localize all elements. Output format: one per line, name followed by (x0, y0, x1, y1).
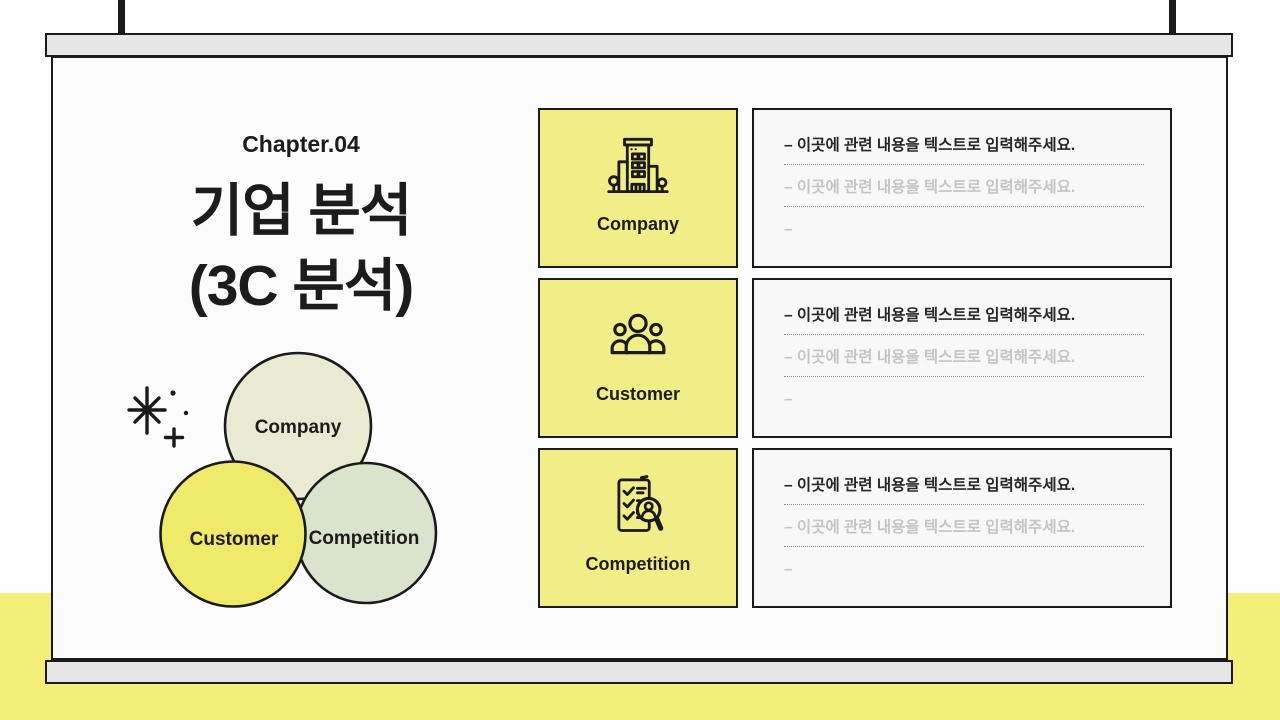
sparkle-icon (127, 386, 189, 448)
company-icon-card: Company (538, 108, 738, 268)
page-title-line1: 기업 분석 (190, 179, 413, 243)
customer-text-box: – 이곳에 관련 내용을 텍스트로 입력해주세요. – 이곳에 관련 내용을 텍… (752, 278, 1172, 438)
page-title-line2: (3C 분석) (188, 254, 415, 318)
placeholder-line: – (784, 561, 793, 578)
venn-diagram: Company Customer Competition (159, 351, 438, 608)
placeholder-line: – 이곳에 관련 내용을 텍스트로 입력해주세요. (784, 293, 1144, 335)
venn-label-customer: Customer (190, 529, 279, 550)
placeholder-line: – 이곳에 관련 내용을 텍스트로 입력해주세요. (784, 123, 1144, 165)
placeholder-line: – 이곳에 관련 내용을 텍스트로 입력해주세요. (784, 463, 1144, 505)
customer-icon-card: Customer (538, 278, 738, 438)
hanger-pole-right (1169, 0, 1176, 37)
placeholder-line: – (784, 391, 793, 408)
customer-icon-wrap (602, 300, 674, 376)
venn-label-competition: Competition (309, 528, 420, 549)
competition-card-label: Competition (585, 554, 691, 574)
placeholder-line: – 이곳에 관련 내용을 텍스트로 입력해주세요. (784, 505, 1144, 547)
venn-circle-company (223, 351, 373, 501)
venn-circle-customer (159, 460, 307, 608)
people-icon (610, 313, 666, 355)
company-text-box: – 이곳에 관련 내용을 텍스트로 입력해주세요. – 이곳에 관련 내용을 텍… (752, 108, 1172, 268)
placeholder-line: – 이곳에 관련 내용을 텍스트로 입력해주세요. (784, 165, 1144, 207)
competition-icon-wrap (602, 470, 674, 546)
competition-icon-card: Competition (538, 448, 738, 608)
hanger-bar-top (45, 33, 1233, 57)
building-icon (607, 137, 669, 194)
customer-card-label: Customer (595, 384, 680, 404)
venn-label-company: Company (255, 417, 342, 438)
chapter-label: Chapter.04 (242, 131, 360, 157)
hanger-pole-left (118, 0, 125, 37)
hanger-bar-bottom (45, 660, 1233, 684)
checklist-magnifier-icon (617, 475, 664, 532)
competition-text-box: – 이곳에 관련 내용을 텍스트로 입력해주세요. – 이곳에 관련 내용을 텍… (752, 448, 1172, 608)
page-title: 기업 분석 (3C 분석) (56, 174, 546, 324)
placeholder-line: – 이곳에 관련 내용을 텍스트로 입력해주세요. (784, 335, 1144, 377)
placeholder-line: – (784, 221, 793, 238)
company-icon-wrap (602, 130, 674, 206)
company-card-label: Company (596, 214, 679, 234)
